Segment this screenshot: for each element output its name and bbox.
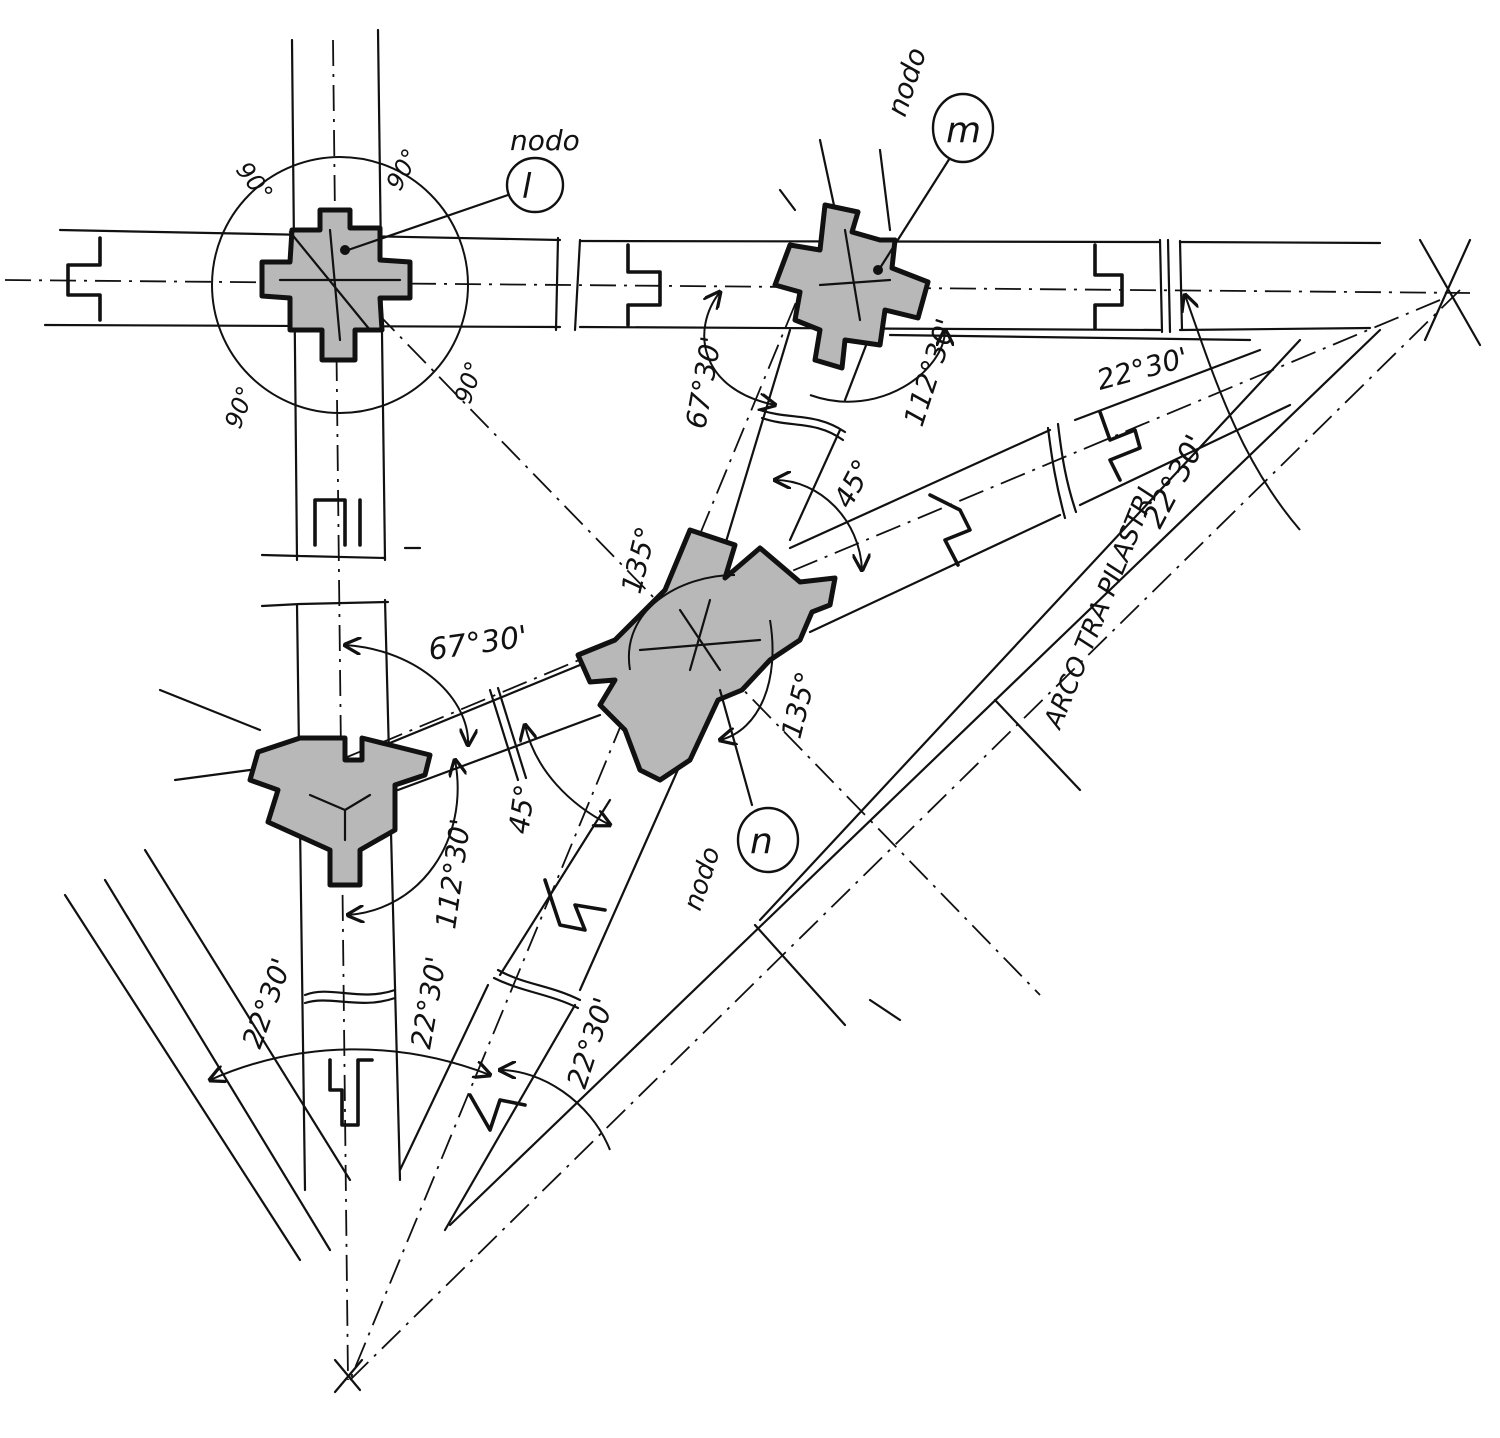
- beam-outlines: [43, 28, 1482, 1394]
- angle-135-bottom: 135°: [775, 668, 823, 741]
- angle-22-30-d: 22°30': [404, 954, 453, 1051]
- center-l: [278, 228, 402, 342]
- beam-mid-lower-edge: [808, 403, 1292, 634]
- axis-diagonal-lower: [349, 289, 1461, 1381]
- node-circle-m: [931, 92, 995, 164]
- beam-mid-breaks: [1046, 422, 1078, 520]
- angle-22-30-a: 22°30': [1093, 341, 1191, 397]
- beam-left-left-edge: [290, 38, 307, 1192]
- pier-centers: [278, 228, 892, 842]
- angle-67-30-right: 67°30': [679, 334, 728, 431]
- beam-left-breaks: [260, 546, 422, 1005]
- arc-45-right: [775, 480, 862, 570]
- joint-diagonal-low: [468, 1093, 527, 1132]
- arc-22-bottom-right: [500, 1070, 611, 1151]
- leader-node-l: [346, 193, 510, 252]
- arc-45-left: [525, 725, 610, 825]
- pier-node-n: [575, 527, 838, 783]
- angle-90-b: 90°: [381, 144, 426, 195]
- beam-top-breaks: [554, 236, 1184, 334]
- axis-vertical-left: [332, 39, 349, 1381]
- beam-top-lower-edge: [43, 323, 1372, 332]
- joint-left-mid: [313, 498, 362, 547]
- pier-lower-left: [247, 735, 433, 888]
- far-right-cross: [1418, 238, 1482, 347]
- center-m: [818, 228, 892, 322]
- arc-circle-node-l: [211, 156, 469, 414]
- arc-67-left: [345, 645, 468, 745]
- node-n-letter: n: [750, 821, 773, 862]
- axis-diagonal-main: [349, 219, 831, 1381]
- joint-far-right: [1098, 410, 1142, 482]
- leader-node-m: [878, 148, 957, 270]
- joint-top-mid: [626, 243, 662, 327]
- node-n-word: nodo: [678, 843, 727, 914]
- axis-diagonal-mid: [339, 299, 1441, 761]
- angle-67-30-left: 67°30': [426, 619, 530, 668]
- angle-112-30-left: 112°30': [429, 817, 477, 931]
- beam-left-right-edge: [376, 28, 402, 1182]
- arc-67-right: [704, 292, 775, 405]
- node-m-word: nodo: [880, 44, 933, 121]
- joint-top-left: [66, 236, 102, 322]
- joint-mid-right: [928, 493, 972, 567]
- joint-top-right: [1093, 243, 1124, 330]
- bottom-cross: [333, 1358, 364, 1394]
- center-n: [638, 598, 762, 672]
- angle-22-30-b: 22°30': [1136, 429, 1214, 533]
- leader-node-n: [718, 688, 754, 807]
- angle-22-30-c: 22°30': [236, 954, 299, 1053]
- angle-45-right: 45°: [827, 454, 879, 513]
- angle-90-c: 90°: [219, 382, 260, 432]
- angle-45-left: 45°: [502, 782, 542, 836]
- beam-top-right-lines: [778, 138, 1252, 342]
- beam-joints: [66, 236, 1142, 1132]
- arch-bracket-lower: [753, 923, 847, 1027]
- node-l-word: nodo: [510, 124, 580, 157]
- long-diagonal-lines: [448, 328, 1382, 1227]
- pier-node-m: [772, 202, 931, 371]
- beam-diagonal-breaks: [492, 408, 847, 1010]
- node-dot-l: [340, 245, 350, 255]
- axis-horizontal-top: [4, 279, 1471, 294]
- angle-arcs: [210, 148, 1301, 1151]
- angle-112-30-right: 112°30': [897, 315, 963, 431]
- arc-22-right: [1185, 295, 1301, 531]
- angle-22-30-e: 22°30': [560, 994, 620, 1093]
- joint-left-bottom: [328, 1058, 374, 1127]
- angle-90-a: 90°: [230, 156, 278, 207]
- node-m-letter: m: [946, 110, 981, 151]
- angle-135-top: 135°: [615, 523, 663, 596]
- arc-112-right: [809, 330, 945, 403]
- arc-112-left: [348, 760, 458, 915]
- beam-left-lower-edges: [383, 663, 602, 792]
- node-circle-n: [736, 806, 800, 874]
- node-circles: [505, 92, 995, 874]
- angle-90-d: 90°: [449, 358, 489, 407]
- joint-diagonal-mid: [543, 878, 607, 932]
- arch-bracket-upper: [993, 698, 1082, 792]
- node-circle-l: [505, 156, 565, 214]
- arc-22-bottom: [210, 1048, 490, 1080]
- beam-top-upper-edge: [58, 228, 1382, 245]
- node-l-letter: l: [522, 167, 532, 207]
